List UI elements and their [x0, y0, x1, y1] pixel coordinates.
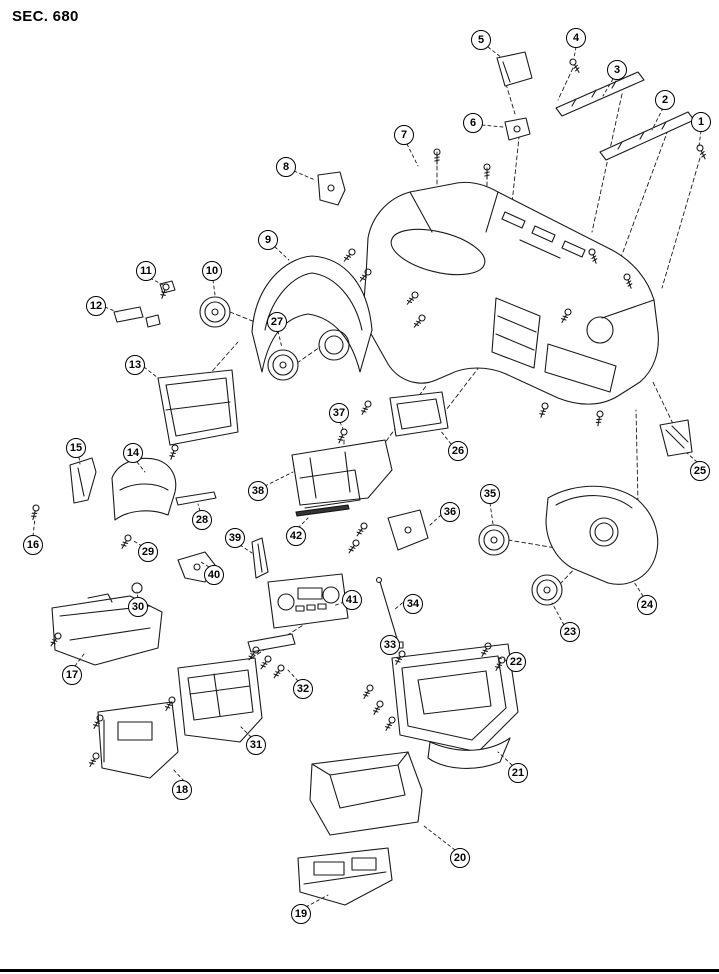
part-box-26 [389, 391, 449, 437]
callout-12: 12 [86, 296, 106, 316]
part-vent-right-outer [531, 574, 563, 606]
callout-21: 21 [508, 763, 528, 783]
callout-37: 37 [329, 403, 349, 423]
part-instrument-panel [363, 181, 659, 405]
callout-33: 33 [380, 635, 400, 655]
part-defroster-grille-left [555, 71, 645, 117]
part-center-duct [291, 439, 393, 509]
callout-39: 39 [225, 528, 245, 548]
part-corner-trim [659, 419, 693, 457]
part-instrument-cluster [157, 369, 239, 446]
section-label: SEC. 680 [12, 8, 79, 25]
callout-13: 13 [125, 355, 145, 375]
callout-18: 18 [172, 780, 192, 800]
callout-8: 8 [276, 157, 296, 177]
callout-10: 10 [202, 261, 222, 281]
callout-26: 26 [448, 441, 468, 461]
callout-41: 41 [342, 590, 362, 610]
callout-5: 5 [471, 30, 491, 50]
callout-19: 19 [291, 904, 311, 924]
callout-30: 30 [128, 597, 148, 617]
callout-2: 2 [655, 90, 675, 110]
part-bracket-36 [387, 509, 429, 551]
callout-32: 32 [293, 679, 313, 699]
part-center-lower-panel [177, 657, 263, 743]
callout-15: 15 [66, 438, 86, 458]
callout-7: 7 [394, 125, 414, 145]
callout-27: 27 [267, 312, 287, 332]
callout-24: 24 [637, 595, 657, 615]
part-vent-center [267, 349, 299, 381]
callout-6: 6 [463, 113, 483, 133]
page-bottom-rule [0, 969, 719, 972]
callout-17: 17 [62, 665, 82, 685]
callout-11: 11 [136, 261, 156, 281]
part-strip-32 [247, 633, 296, 653]
callout-31: 31 [246, 735, 266, 755]
callout-28: 28 [192, 510, 212, 530]
part-column-cover-side [69, 457, 97, 504]
part-lower-cover [97, 701, 179, 779]
callout-4: 4 [566, 28, 586, 48]
callout-20: 20 [450, 848, 470, 868]
callout-38: 38 [248, 481, 268, 501]
callout-23: 23 [560, 622, 580, 642]
part-tray [309, 751, 423, 836]
callout-3: 3 [607, 60, 627, 80]
part-vent-right-inner [478, 524, 510, 556]
callout-16: 16 [23, 535, 43, 555]
part-glove-box [391, 643, 519, 769]
part-bracket-upper [504, 117, 531, 141]
part-side-bracket [317, 171, 346, 206]
callout-1: 1 [691, 112, 711, 132]
part-trim-rod-42 [295, 504, 350, 517]
part-ball-30 [131, 582, 143, 594]
part-cluster-hood [251, 255, 373, 373]
callout-34: 34 [403, 594, 423, 614]
part-strip-39 [251, 537, 269, 579]
part-control-unit [267, 573, 349, 629]
callout-22: 22 [506, 652, 526, 672]
part-bottom-bracket [297, 847, 393, 906]
part-end-panel-right [545, 485, 659, 585]
part-clip-small [159, 280, 176, 294]
part-vent-left [199, 296, 231, 328]
callout-42: 42 [286, 526, 306, 546]
callout-35: 35 [480, 484, 500, 504]
callout-25: 25 [690, 461, 710, 481]
part-clip-bracket [113, 306, 161, 328]
part-strip-28 [175, 491, 217, 506]
callout-9: 9 [258, 230, 278, 250]
callout-14: 14 [123, 443, 143, 463]
callout-36: 36 [440, 502, 460, 522]
part-corner-cover [496, 51, 533, 87]
callout-29: 29 [138, 542, 158, 562]
callout-40: 40 [204, 565, 224, 585]
